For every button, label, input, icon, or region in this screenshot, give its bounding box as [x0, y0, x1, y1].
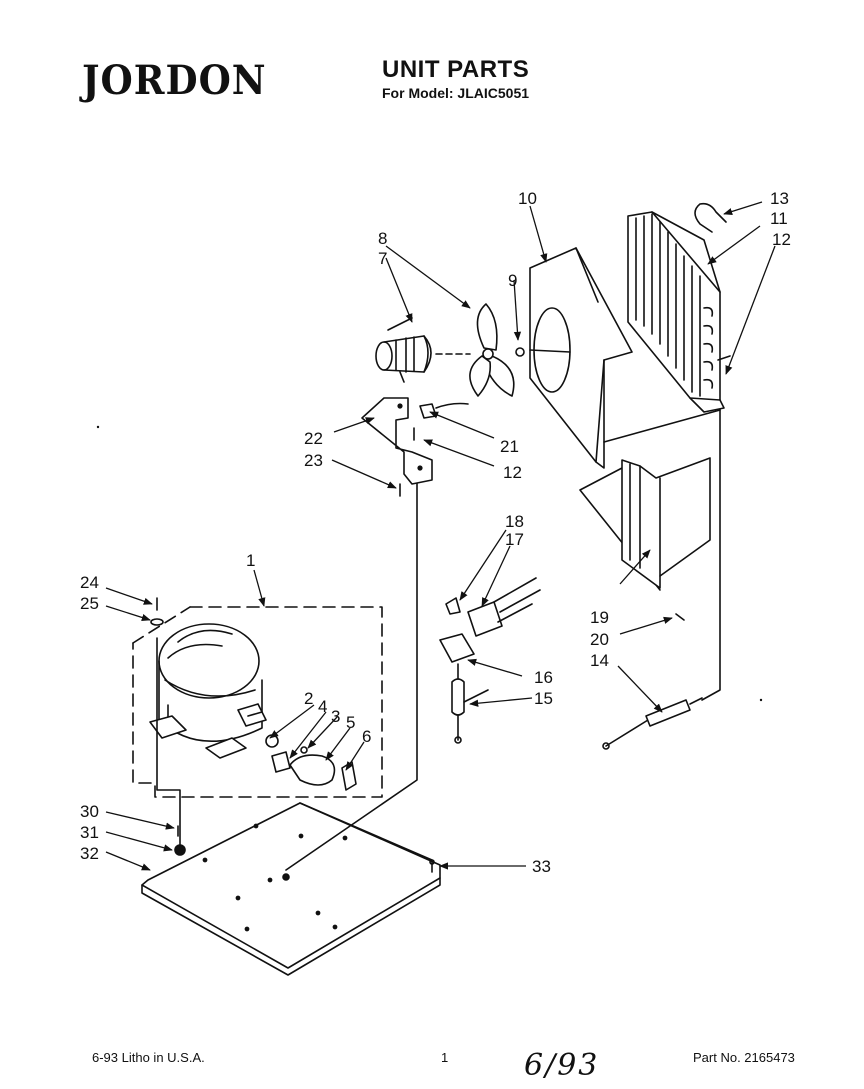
hardware-parts: [150, 597, 435, 873]
fan-motor: [375, 317, 471, 383]
callout-13: 13: [770, 189, 789, 208]
callout-12-coil: 12: [772, 230, 791, 249]
shroud-leader-line: [603, 409, 721, 443]
part-number: Part No. 2165473: [693, 1050, 795, 1065]
model-line: For Model: JLAIC5051: [382, 85, 530, 101]
callout-31: 31: [80, 823, 99, 842]
overload-relay-parts: [265, 734, 357, 791]
callout-1: 1: [246, 551, 255, 570]
mount-leader-line: [156, 637, 181, 846]
drier: [602, 697, 703, 750]
callout-21: 21: [500, 437, 519, 456]
callout-25: 25: [80, 594, 99, 613]
divider-panel: [621, 457, 711, 589]
print-info: 6-93 Litho in U.S.A.: [92, 1050, 205, 1065]
callout-10: 10: [518, 189, 537, 208]
callout-leaders: [105, 201, 776, 871]
callout-17: 17: [505, 530, 524, 549]
callout-33: 33: [532, 857, 551, 876]
callout-6: 6: [362, 727, 371, 746]
callout-30: 30: [80, 802, 99, 821]
callout-23: 23: [304, 451, 323, 470]
bracket-leader-line: [285, 479, 418, 871]
callout-8: 8: [378, 229, 387, 248]
compressor-assembly-outline: [132, 606, 383, 798]
callout-4: 4: [318, 697, 327, 716]
switch-and-harness: [439, 577, 541, 744]
compressor: [149, 623, 267, 759]
callout-32: 32: [80, 844, 99, 863]
callout-12-bracket: 12: [503, 463, 522, 482]
fan-shroud: [529, 247, 633, 469]
callout-3: 3: [331, 707, 340, 726]
motor-bracket: [361, 397, 469, 497]
fan-blade: [469, 303, 525, 397]
callout-2: 2: [304, 689, 313, 708]
screw-20: [675, 613, 685, 621]
page-number: 1: [441, 1050, 449, 1065]
callout-5: 5: [346, 713, 355, 732]
callout-24: 24: [80, 573, 99, 592]
callout-18: 18: [505, 512, 524, 531]
print-specks: [96, 425, 763, 702]
callout-16: 16: [534, 668, 553, 687]
page-title: UNIT PARTS: [382, 56, 530, 83]
callout-numbers: 1 2 3 4 5 6 7 8 9 10 11 12 12 13 14 15 1…: [80, 189, 791, 876]
u-tube: [694, 202, 727, 233]
callout-20: 20: [590, 630, 609, 649]
callout-22: 22: [304, 429, 323, 448]
callout-9: 9: [508, 271, 517, 290]
callout-14: 14: [590, 651, 609, 670]
base-pan: [141, 802, 441, 976]
callout-11: 11: [770, 209, 788, 228]
callout-19: 19: [590, 608, 609, 627]
callout-15: 15: [534, 689, 553, 708]
brand-logo: JORDON: [82, 56, 267, 104]
callout-7: 7: [378, 249, 387, 268]
handwritten-date: 6/93: [524, 1048, 600, 1083]
condenser-coil: [627, 211, 731, 413]
tube-leader-line: [701, 409, 721, 701]
